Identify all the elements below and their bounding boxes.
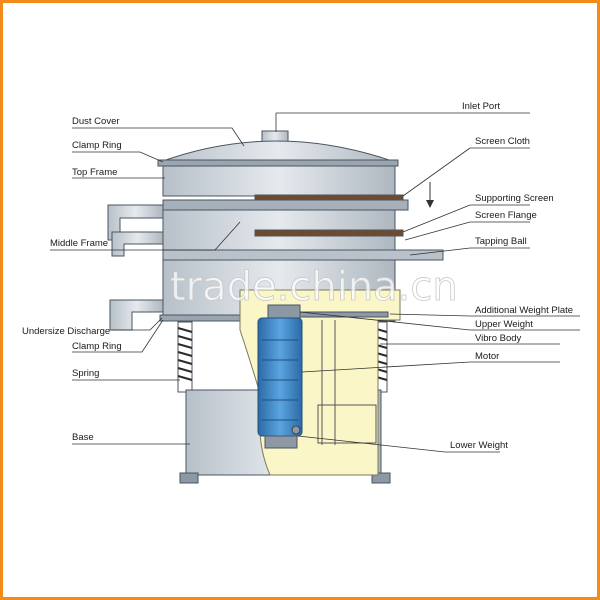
label-supporting-screen: Supporting Screen — [475, 193, 554, 204]
labels: Dust Cover Clamp Ring Top Frame Middle F… — [22, 101, 573, 451]
dust-cover-shape — [159, 140, 396, 163]
label-upper-weight: Upper Weight — [475, 319, 533, 330]
screen-flange-band — [162, 199, 409, 211]
machine — [107, 130, 444, 484]
label-tapping-ball: Tapping Ball — [475, 236, 527, 247]
top-frame-shape — [162, 165, 396, 197]
top-clamp-ring-shape — [157, 159, 399, 167]
base-foot-right — [371, 472, 391, 484]
undersize-discharge-shape — [109, 299, 164, 331]
supporting-screen-shape — [254, 229, 404, 237]
label-top-frame: Top Frame — [72, 167, 117, 178]
label-clamp-ring-top: Clamp Ring — [72, 140, 122, 151]
tapping-plate-shape — [162, 249, 444, 261]
label-lower-weight: Lower Weight — [450, 440, 508, 451]
leader-lines — [50, 112, 580, 453]
lower-weight-shape — [264, 435, 298, 449]
label-inlet-port: Inlet Port — [462, 101, 500, 112]
motor-shape — [257, 317, 303, 437]
label-undersize-discharge: Undersize Discharge — [22, 326, 110, 337]
spring-left-shape — [177, 321, 193, 393]
base-foot-left — [179, 472, 199, 484]
label-motor: Motor — [475, 351, 499, 362]
label-dust-cover: Dust Cover — [72, 116, 120, 127]
label-additional-weight-plate: Additional Weight Plate — [475, 305, 573, 316]
label-screen-flange: Screen Flange — [475, 210, 537, 221]
middle-spout-shape — [111, 231, 164, 257]
label-middle-frame: Middle Frame — [50, 238, 108, 249]
label-spring: Spring — [72, 368, 99, 379]
watermark: trade.china.cn — [170, 264, 458, 310]
label-base: Base — [72, 432, 94, 443]
label-vibro-body: Vibro Body — [475, 333, 522, 344]
label-screen-cloth: Screen Cloth — [475, 136, 530, 147]
label-clamp-ring-bottom: Clamp Ring — [72, 341, 122, 352]
